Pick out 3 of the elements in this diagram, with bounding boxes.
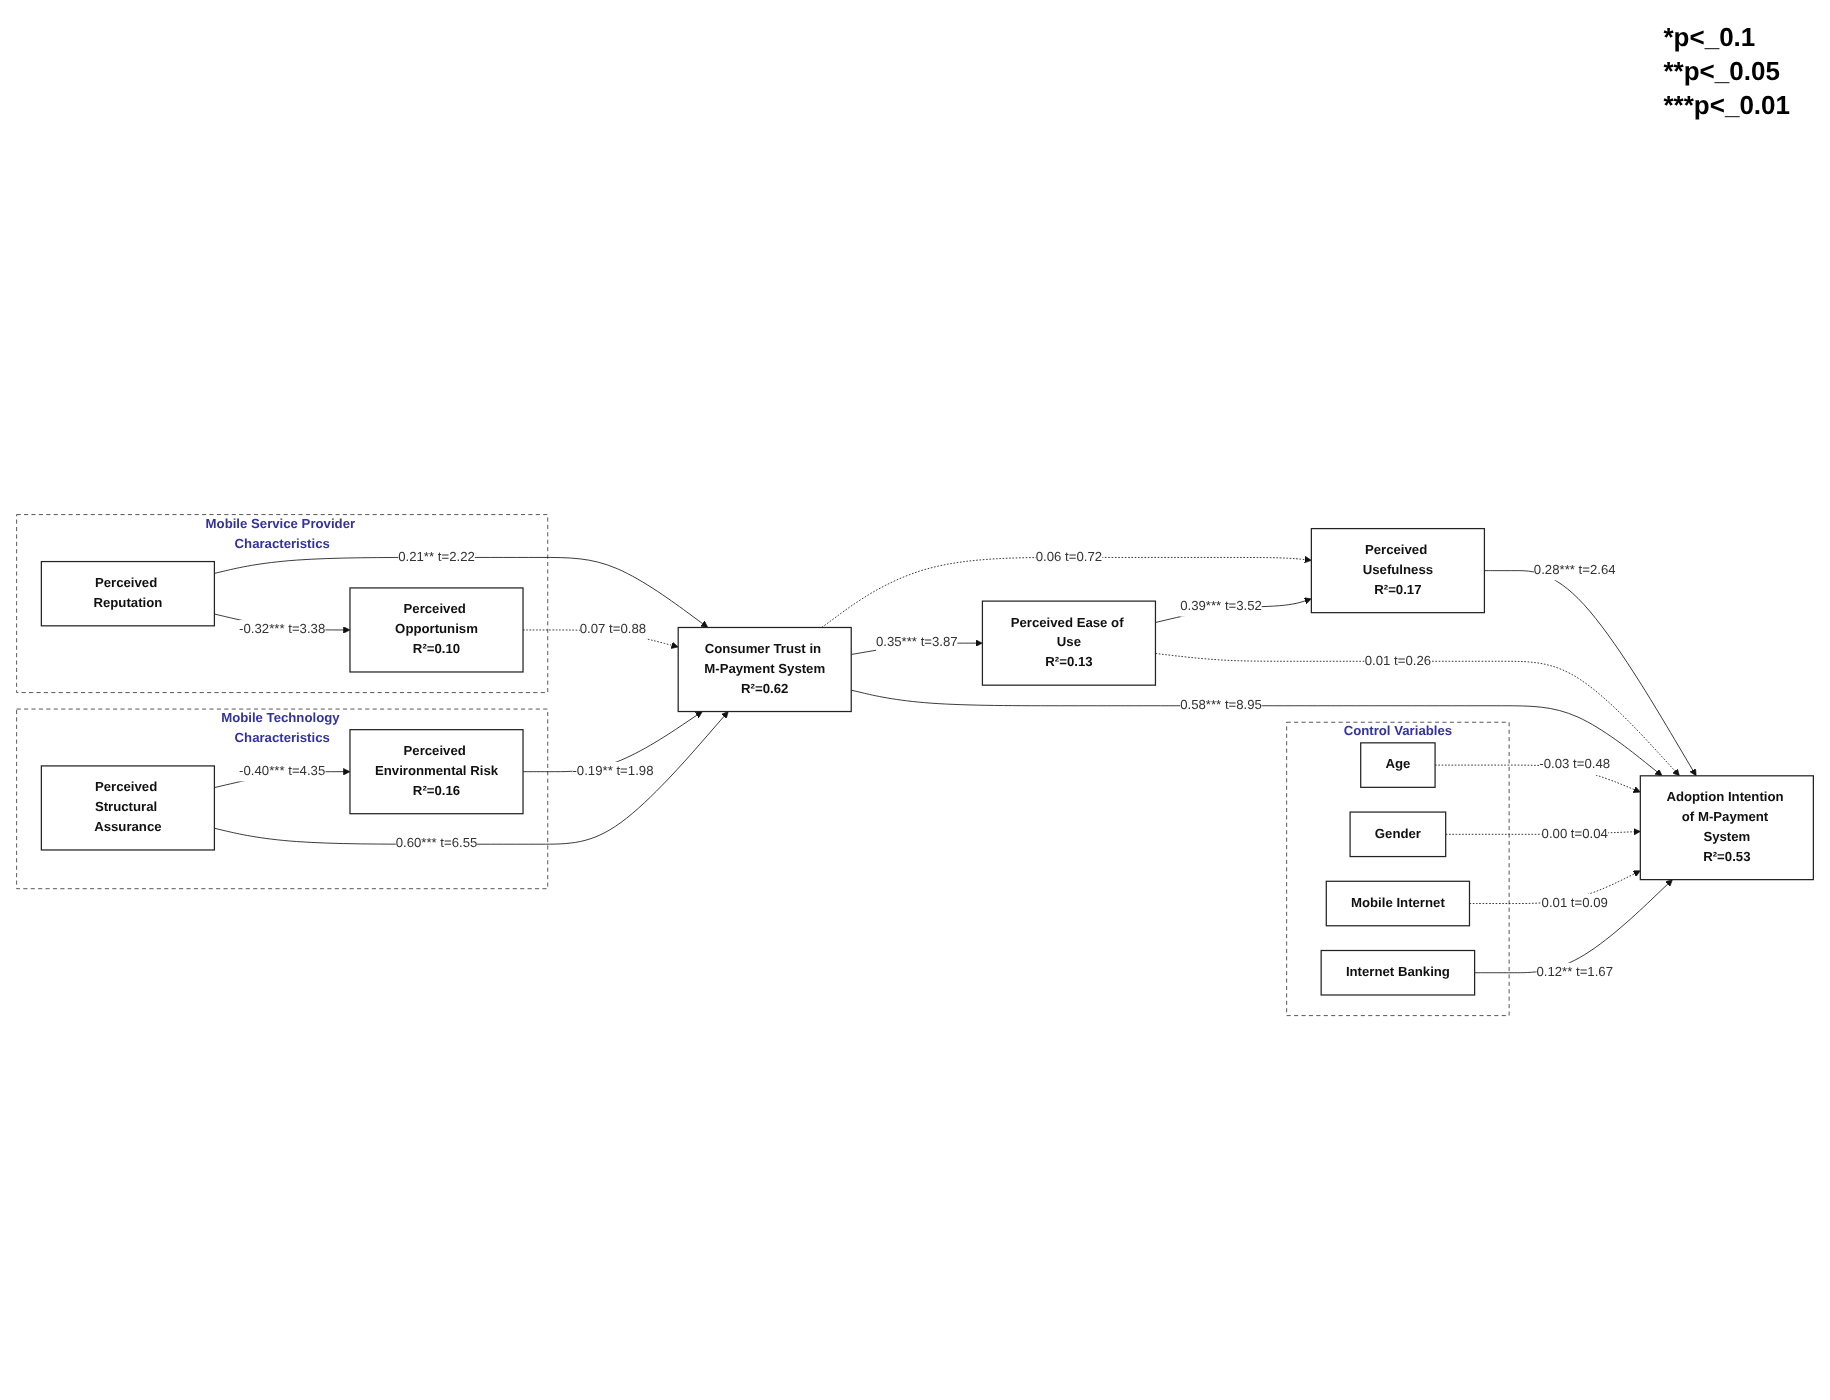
significance-note: **p<_0.05 — [1663, 54, 1782, 88]
significance-note: ***p<_0.01 — [1663, 88, 1790, 122]
significance-note: *p<_0.1 — [1663, 20, 1758, 54]
